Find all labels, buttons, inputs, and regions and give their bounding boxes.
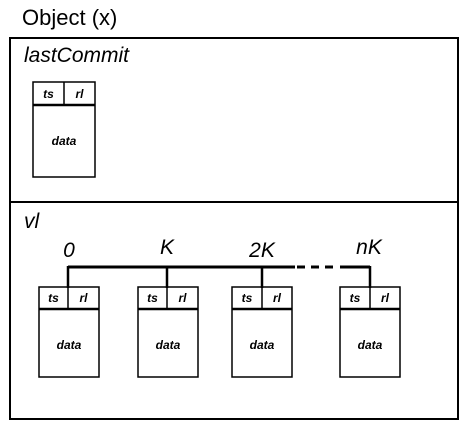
ts-field: ts <box>43 87 54 101</box>
ts-field: ts <box>48 291 59 305</box>
diagram-title: Object (x) <box>22 5 117 30</box>
rl-field: rl <box>75 87 84 101</box>
data-field: data <box>358 338 383 352</box>
vl-index-label: 2K <box>248 239 276 262</box>
data-field: data <box>57 338 82 352</box>
ts-field: ts <box>350 291 361 305</box>
rl-field: rl <box>381 291 390 305</box>
vl-index-label: 0 <box>63 239 75 262</box>
record-box <box>38 286 100 378</box>
vl-record: ts rl data <box>231 286 293 378</box>
vl-record: ts rl data <box>339 286 401 378</box>
ts-field: ts <box>147 291 158 305</box>
vl-record: ts rl data <box>137 286 199 378</box>
rl-field: rl <box>79 291 88 305</box>
object-box <box>9 37 459 420</box>
data-field: data <box>156 338 181 352</box>
data-field: data <box>250 338 275 352</box>
vl-index-label: nK <box>356 236 383 259</box>
data-field: data <box>52 134 77 148</box>
vl-record: ts rl data <box>38 286 100 378</box>
last-commit-label: lastCommit <box>24 44 130 67</box>
vl-index-label: K <box>160 236 175 259</box>
rl-field: rl <box>273 291 282 305</box>
vl-label: vl <box>24 210 41 233</box>
ts-field: ts <box>242 291 253 305</box>
rl-field: rl <box>178 291 187 305</box>
record-box <box>137 286 199 378</box>
last-commit-record: ts rl data <box>32 81 96 178</box>
